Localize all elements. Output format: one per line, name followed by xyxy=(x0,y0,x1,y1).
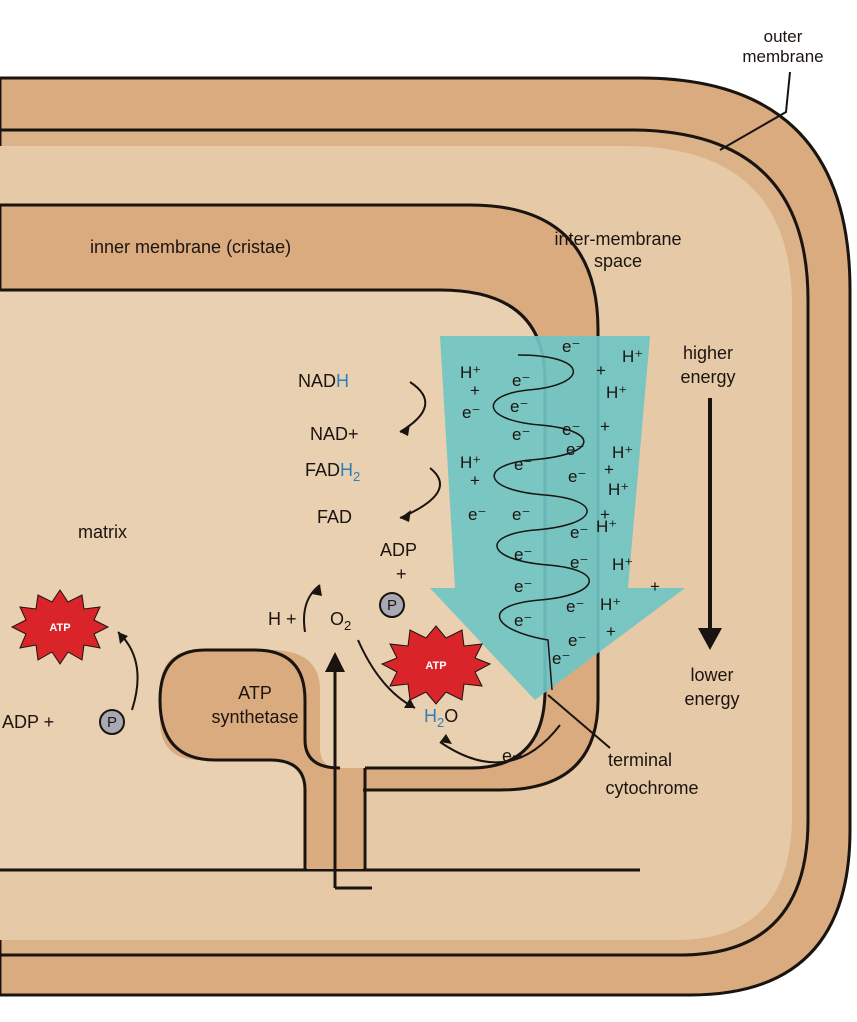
electron-marker: e⁻ xyxy=(570,553,588,572)
matrix-lower xyxy=(0,790,320,870)
plus-marker: + xyxy=(604,460,614,479)
plus-marker: + xyxy=(470,381,480,400)
outer-membrane-label-2: membrane xyxy=(742,47,823,66)
atp-synthetase-label-2: synthetase xyxy=(211,707,298,727)
intermembrane-label-1: inter-membrane xyxy=(554,229,681,249)
electron-marker: e⁻ xyxy=(552,649,570,668)
matrix-label: matrix xyxy=(78,522,127,542)
plus-marker: + xyxy=(470,471,480,490)
outer-membrane-label-1: outer xyxy=(764,27,803,46)
inner-membrane-label: inner membrane (cristae) xyxy=(90,237,291,257)
higher-energy-label-1: higher xyxy=(683,343,733,363)
phosphate-p: P xyxy=(387,597,397,614)
electron-marker: e⁻ xyxy=(570,523,588,542)
electron-marker: e⁻ xyxy=(568,467,586,486)
proton-marker: H⁺ xyxy=(606,383,627,402)
phosphate-p-left: P xyxy=(107,714,117,731)
electron-marker: e⁻ xyxy=(566,440,584,459)
proton-marker: H⁺ xyxy=(460,363,481,382)
proton-marker: H⁺ xyxy=(608,480,629,499)
electron-marker: e⁻ xyxy=(568,631,586,650)
plus-marker: + xyxy=(600,505,610,524)
plus-marker: + xyxy=(650,577,660,596)
proton-marker: H⁺ xyxy=(460,453,481,472)
proton-marker: H⁺ xyxy=(612,555,633,574)
electron-marker: e⁻ xyxy=(514,455,532,474)
lower-energy-label-1: lower xyxy=(690,665,733,685)
electron-return-label: e− xyxy=(502,746,523,766)
electron-marker: e⁻ xyxy=(514,577,532,596)
proton-marker: H⁺ xyxy=(600,595,621,614)
nad-plus-label: NAD+ xyxy=(310,424,359,444)
electron-marker: e⁻ xyxy=(512,505,530,524)
plus-marker: + xyxy=(606,622,616,641)
terminal-cytochrome-label-1: terminal xyxy=(608,750,672,770)
electron-marker: e⁻ xyxy=(562,337,580,356)
electron-marker: e⁻ xyxy=(514,611,532,630)
electron-marker: e⁻ xyxy=(566,597,584,616)
atp-synthetase-label-1: ATP xyxy=(238,683,272,703)
electron-marker: e⁻ xyxy=(462,403,480,422)
adp-label: ADP xyxy=(380,540,417,560)
terminal-cytochrome-label-2: cytochrome xyxy=(605,778,698,798)
plus-marker: + xyxy=(596,361,606,380)
proton-marker: H⁺ xyxy=(612,443,633,462)
electron-marker: e⁻ xyxy=(514,545,532,564)
adp-plus-sign: + xyxy=(396,564,407,584)
proton-marker: H⁺ xyxy=(622,347,643,366)
nadh-label: NADH xyxy=(298,371,349,391)
electron-marker: e⁻ xyxy=(562,420,580,439)
intermembrane-label-2: space xyxy=(594,251,642,271)
electron-marker: e⁻ xyxy=(512,371,530,390)
higher-energy-label-2: energy xyxy=(680,367,735,387)
adp-plus-left-label: ADP + xyxy=(2,712,54,732)
electron-marker: e⁻ xyxy=(468,505,486,524)
h-plus-label: H + xyxy=(268,609,297,629)
electron-marker: e⁻ xyxy=(510,397,528,416)
plus-marker: + xyxy=(600,417,610,436)
atp-label-right: ATP xyxy=(425,660,446,672)
electron-marker: e⁻ xyxy=(512,425,530,444)
atp-label-left: ATP xyxy=(49,622,70,634)
fad-label: FAD xyxy=(317,507,352,527)
lower-energy-label-2: energy xyxy=(684,689,739,709)
